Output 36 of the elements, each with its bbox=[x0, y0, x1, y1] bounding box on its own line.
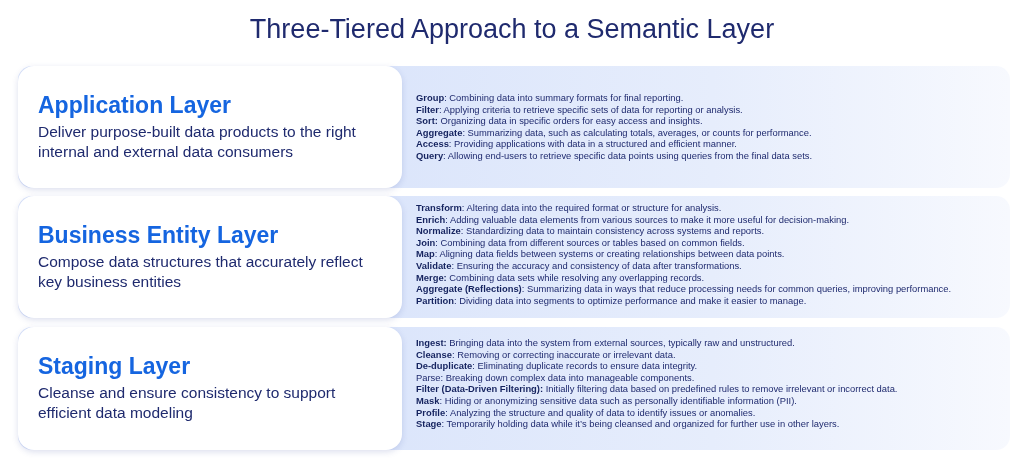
definition-text: Partition: Dividing data into segments to optimize performance and make it easier to manage. bbox=[416, 294, 808, 307]
layer-heading: Application Layer bbox=[38, 92, 231, 119]
layer-card bbox=[18, 327, 402, 450]
layer-band bbox=[18, 66, 1010, 188]
definition-text: Ingest: Bringing data into the system from external sources, typically raw and unstructured. bbox=[416, 337, 796, 349]
definition-text: Mask: Hiding or anonymizing sensitive data such as personally identifiable information (PII). bbox=[416, 394, 798, 407]
definition-text: Sort: Organizing data in specific orders for easy access and insights. bbox=[416, 115, 704, 127]
definition-text: Profile: Analyzing the structure and quality of data to identify issues or anomalies. bbox=[416, 406, 757, 419]
definition-text: Aggregate: Summarizing data, such as calculating totals, averages, or counts for performance. bbox=[416, 126, 813, 139]
layer-description: Compose data structures that accurately reflect key business entities bbox=[38, 252, 364, 292]
definition-text: Parse: Breaking down complex data into manageable components. bbox=[416, 371, 696, 384]
definition-text: Enrich: Adding valuable data elements from various sources to make it more useful for decision-making. bbox=[416, 213, 851, 226]
definition-text: Cleanse: Removing or correcting inaccurate or irrelevant data. bbox=[416, 348, 677, 361]
definition-text: Query: Allowing end-users to retrieve specific data points using queries from the final data sets. bbox=[416, 149, 814, 162]
definition-text: Stage: Temporarily holding data while it’s being cleansed and organized for further use in other layers. bbox=[416, 418, 841, 430]
layer-card bbox=[18, 196, 402, 318]
layer-heading: Business Entity Layer bbox=[38, 222, 279, 249]
definition-text: Normalize: Standardizing data to maintain consistency across systems and reports. bbox=[416, 225, 766, 237]
definition-text: Join: Combining data from different sources or tables based on common fields. bbox=[416, 236, 746, 249]
layer-description: Cleanse and ensure consistency to support efficient data modeling bbox=[38, 383, 337, 423]
definition-text: Filter: Applying criteria to retrieve specific sets of data for reporting or analysis. bbox=[416, 103, 744, 116]
layer-heading: Staging Layer bbox=[38, 353, 191, 380]
definition-text: De-duplicate: Eliminating duplicate records to ensure data integrity. bbox=[416, 360, 699, 372]
definition-text: Group: Combining data into summary formats for final reporting. bbox=[416, 92, 685, 104]
definition-text: Aggregate (Reflections): Summarizing data in ways that reduce processing needs for common queries, improving performance. bbox=[416, 283, 953, 295]
layer-description: Deliver purpose-built data products to the right internal and external data consumers bbox=[38, 122, 357, 162]
definition-text: Access: Providing applications with data in a structured and efficient manner. bbox=[416, 138, 738, 150]
definition-text: Validate: Ensuring the accuracy and consistency of data after transformations. bbox=[416, 259, 743, 272]
definition-text: Map: Aligning data fields between systems or creating relationships between data points. bbox=[416, 248, 786, 260]
diagram-title: Three-Tiered Approach to a Semantic Layer bbox=[248, 14, 776, 45]
definition-text: Filter (Data-Driven Filtering): Initially filtering data based on predefined rules to remove irrelevant or incorrect data. bbox=[416, 383, 899, 395]
definition-text: Merge: Combining data sets while resolving any overlapping records. bbox=[416, 271, 706, 284]
definition-text: Transform: Altering data into the required format or structure for analysis. bbox=[416, 202, 723, 214]
layer-card bbox=[18, 66, 402, 188]
layer-band bbox=[18, 196, 1010, 318]
layer-band bbox=[18, 327, 1010, 450]
